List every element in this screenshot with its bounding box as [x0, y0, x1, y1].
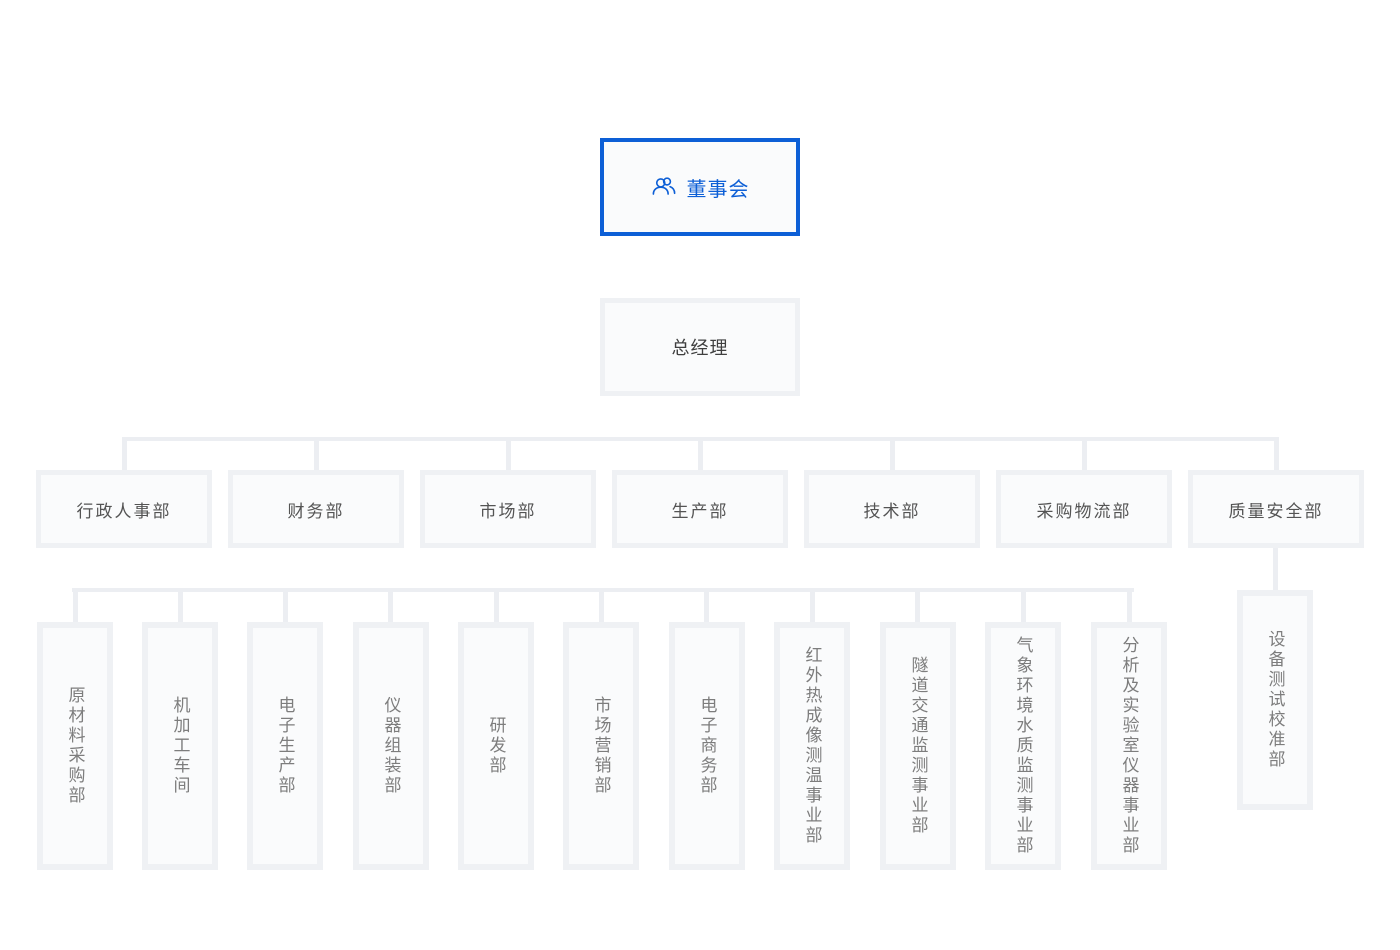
- connector-stub: [314, 440, 319, 470]
- org-node-label: 原材料采购部: [65, 686, 85, 806]
- org-node-subdept[interactable]: 电子商务部: [669, 622, 745, 870]
- org-node-label: 总经理: [671, 338, 729, 358]
- org-node-label: 采购物流部: [1036, 501, 1132, 521]
- connector-stub: [915, 591, 920, 622]
- connector-quality-sub: [1273, 548, 1278, 593]
- connector-stub: [1127, 591, 1132, 622]
- org-node-dept-technology[interactable]: 技术部: [804, 470, 980, 548]
- connector-line-level3: [122, 437, 1279, 441]
- org-node-subdept[interactable]: 隧道交通监测事业部: [880, 622, 956, 870]
- org-node-subdept[interactable]: 红外热成像测温事业部: [774, 622, 850, 870]
- connector-stub: [704, 591, 709, 622]
- team-icon: [651, 174, 677, 200]
- org-node-dept-production[interactable]: 生产部: [612, 470, 788, 548]
- connector-stub: [1274, 440, 1279, 470]
- connector-stub: [122, 440, 127, 470]
- connector-stub: [810, 591, 815, 622]
- org-node-label: 董事会: [686, 178, 750, 201]
- connector-stub: [506, 440, 511, 470]
- connector-stub: [599, 591, 604, 622]
- connector-stub: [73, 591, 78, 622]
- org-node-dept-market[interactable]: 市场部: [420, 470, 596, 548]
- connector-stub: [698, 440, 703, 470]
- connector-stub: [494, 591, 499, 622]
- connector-line-level4: [72, 588, 1134, 592]
- org-node-label: 质量安全部: [1228, 501, 1324, 521]
- org-node-board[interactable]: 董事会: [600, 138, 800, 236]
- org-node-subdept[interactable]: 仪器组装部: [353, 622, 429, 870]
- connector-stub: [1021, 591, 1026, 622]
- org-node-dept-quality[interactable]: 质量安全部: [1188, 470, 1364, 548]
- org-node-label: 市场营销部: [591, 696, 611, 796]
- org-node-label: 技术部: [863, 501, 921, 521]
- org-node-label: 行政人事部: [76, 501, 172, 521]
- org-node-label: 仪器组装部: [381, 696, 401, 796]
- org-node-label: 市场部: [479, 501, 537, 521]
- org-node-subdept[interactable]: 研发部: [458, 622, 534, 870]
- org-node-subdept[interactable]: 电子生产部: [247, 622, 323, 870]
- org-node-subdept[interactable]: 市场营销部: [563, 622, 639, 870]
- connector-stub: [1082, 440, 1087, 470]
- org-node-label: 电子生产部: [275, 696, 295, 796]
- connector-stub: [283, 591, 288, 622]
- org-node-dept-hr[interactable]: 行政人事部: [36, 470, 212, 548]
- org-node-label: 财务部: [287, 501, 345, 521]
- org-node-label: 分析及实验室仪器事业部: [1119, 636, 1139, 856]
- org-node-label: 电子商务部: [697, 696, 717, 796]
- org-node-label: 隧道交通监测事业部: [908, 656, 928, 836]
- connector-stub: [388, 591, 393, 622]
- org-node-label: 生产部: [671, 501, 729, 521]
- org-node-label: 气象环境水质监测事业部: [1013, 636, 1033, 856]
- org-node-label: 研发部: [486, 716, 506, 776]
- connector-stub: [890, 440, 895, 470]
- org-node-label: 机加工车间: [170, 696, 190, 796]
- org-node-subdept[interactable]: 原材料采购部: [37, 622, 113, 870]
- org-node-general-manager[interactable]: 总经理: [600, 298, 800, 396]
- org-node-subdept[interactable]: 气象环境水质监测事业部: [985, 622, 1061, 870]
- connector-stub: [178, 591, 183, 622]
- org-node-label: 设备测试校准部: [1265, 630, 1285, 770]
- org-node-dept-finance[interactable]: 财务部: [228, 470, 404, 548]
- org-node-label: 红外热成像测温事业部: [802, 646, 822, 846]
- org-node-equipment-calibration[interactable]: 设备测试校准部: [1237, 590, 1313, 810]
- org-node-subdept[interactable]: 机加工车间: [142, 622, 218, 870]
- org-node-subdept[interactable]: 分析及实验室仪器事业部: [1091, 622, 1167, 870]
- org-node-dept-procurement[interactable]: 采购物流部: [996, 470, 1172, 548]
